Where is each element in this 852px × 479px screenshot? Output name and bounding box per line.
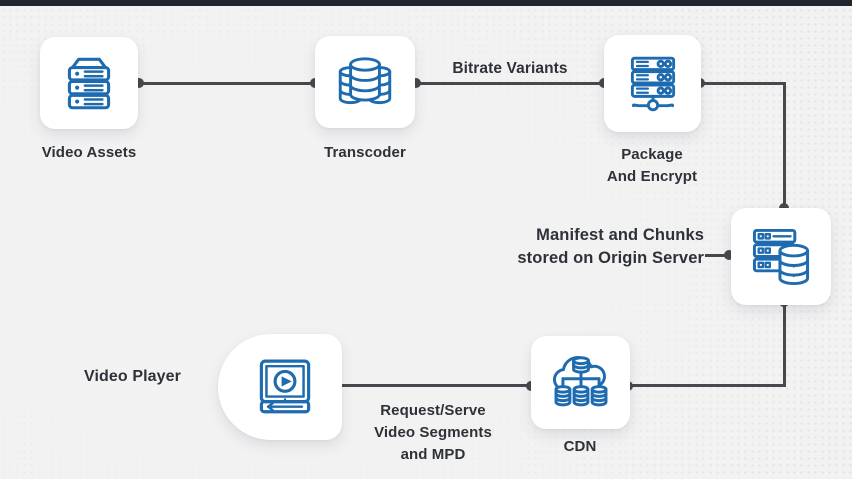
video-assets-label: Video Assets (41, 144, 137, 161)
node-package-encrypt (604, 35, 701, 132)
connector-origin-elbow (783, 302, 786, 387)
transcoder-label: Transcoder (324, 144, 406, 161)
video-player-icon (247, 351, 323, 423)
top-dark-strip (0, 0, 852, 6)
server-network-icon (620, 51, 686, 117)
video-player-label: Video Player (84, 368, 181, 385)
connector-package-elbow (700, 82, 786, 85)
node-video-assets (40, 37, 138, 129)
server-database-icon (747, 223, 815, 291)
connector-transcoder-package (416, 82, 604, 85)
cdn-label: CDN (563, 438, 597, 455)
connector-elbow-cdn (628, 384, 786, 387)
bitrate-variants-label: Bitrate Variants (452, 60, 568, 77)
node-transcoder (315, 36, 415, 128)
node-origin-server (731, 208, 831, 305)
package-encrypt-label: Package And Encrypt (606, 146, 698, 185)
server-stack-icon (56, 50, 122, 116)
endpoint-dot (134, 78, 144, 88)
request-note-label: Request/Serve Video Segments and MPD (374, 402, 492, 463)
endpoint-dot (724, 250, 734, 260)
disk-stack-icon (330, 49, 400, 115)
cloud-network-icon (546, 349, 616, 417)
connector-manifest-callout (705, 254, 729, 257)
endpoint-dot (411, 78, 421, 88)
node-cdn (531, 336, 630, 429)
node-video-player (218, 334, 342, 440)
connector-elbow-origin (783, 82, 786, 209)
connector-player-cdn (333, 384, 531, 387)
connector-assets-transcoder (139, 82, 315, 85)
manifest-note-label: Manifest and Chunks stored on Origin Ser… (517, 226, 704, 268)
